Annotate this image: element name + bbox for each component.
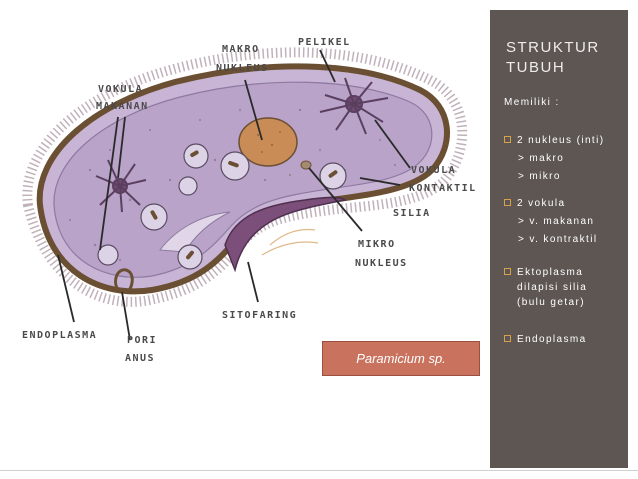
bullet-endoplasma: Endoplasma (504, 332, 624, 347)
bullet-vokula: 2 vokula (504, 196, 624, 211)
label-anus: ANUS (125, 353, 155, 364)
structure-panel: STRUKTUR TUBUH Memiliki : 2 nukleus (int… (490, 10, 628, 468)
species-caption: Paramicium sp. (322, 341, 480, 376)
label-endoplasma: ENDOPLASMA (22, 330, 97, 341)
panel-title-line2: TUBUH (506, 58, 600, 78)
label-mikro: MIKRO (358, 239, 396, 250)
bullet-ektoplasma: Ektoplasma dilapisi silia (bulu getar) (504, 265, 624, 310)
label-makro: MAKRO (222, 44, 260, 55)
checkbox-bullet-icon (504, 199, 511, 206)
label-nukleus-makro: NUKLEUS (216, 63, 269, 74)
checkbox-bullet-icon (504, 268, 511, 275)
panel-title: STRUKTUR TUBUH (506, 38, 600, 78)
panel-intro: Memiliki : (504, 97, 560, 108)
label-pelikel: PELIKEL (298, 37, 351, 48)
label-vokula-makanan-2: MAKANAN (96, 101, 149, 112)
label-nukleus-mikro: NUKLEUS (355, 258, 408, 269)
checkbox-bullet-icon (504, 335, 511, 342)
sub-v-makanan: > v. makanan (518, 216, 594, 227)
panel-title-line1: STRUKTUR (506, 38, 600, 58)
sub-v-kontraktil: > v. kontraktil (518, 234, 597, 245)
sub-mikro: > mikro (518, 171, 561, 182)
bottom-divider (0, 470, 638, 471)
checkbox-bullet-icon (504, 136, 511, 143)
label-vokula-kontaktil-2: KONTAKTIL (409, 183, 477, 194)
label-silia: SILIA (393, 208, 431, 219)
label-vokula-kontaktil-1: VOKULA (411, 165, 456, 176)
label-sitofaring: SITOFARING (222, 310, 297, 321)
label-vokula-makanan-1: VOKULA (98, 84, 143, 95)
paramecium-diagram: MAKRO NUKLEUS PELIKEL VOKULA MAKANAN VOK… (0, 0, 490, 479)
bullet-nukleus: 2 nukleus (inti) (504, 133, 624, 148)
label-pori: PORI (127, 335, 157, 346)
sub-makro: > makro (518, 153, 564, 164)
